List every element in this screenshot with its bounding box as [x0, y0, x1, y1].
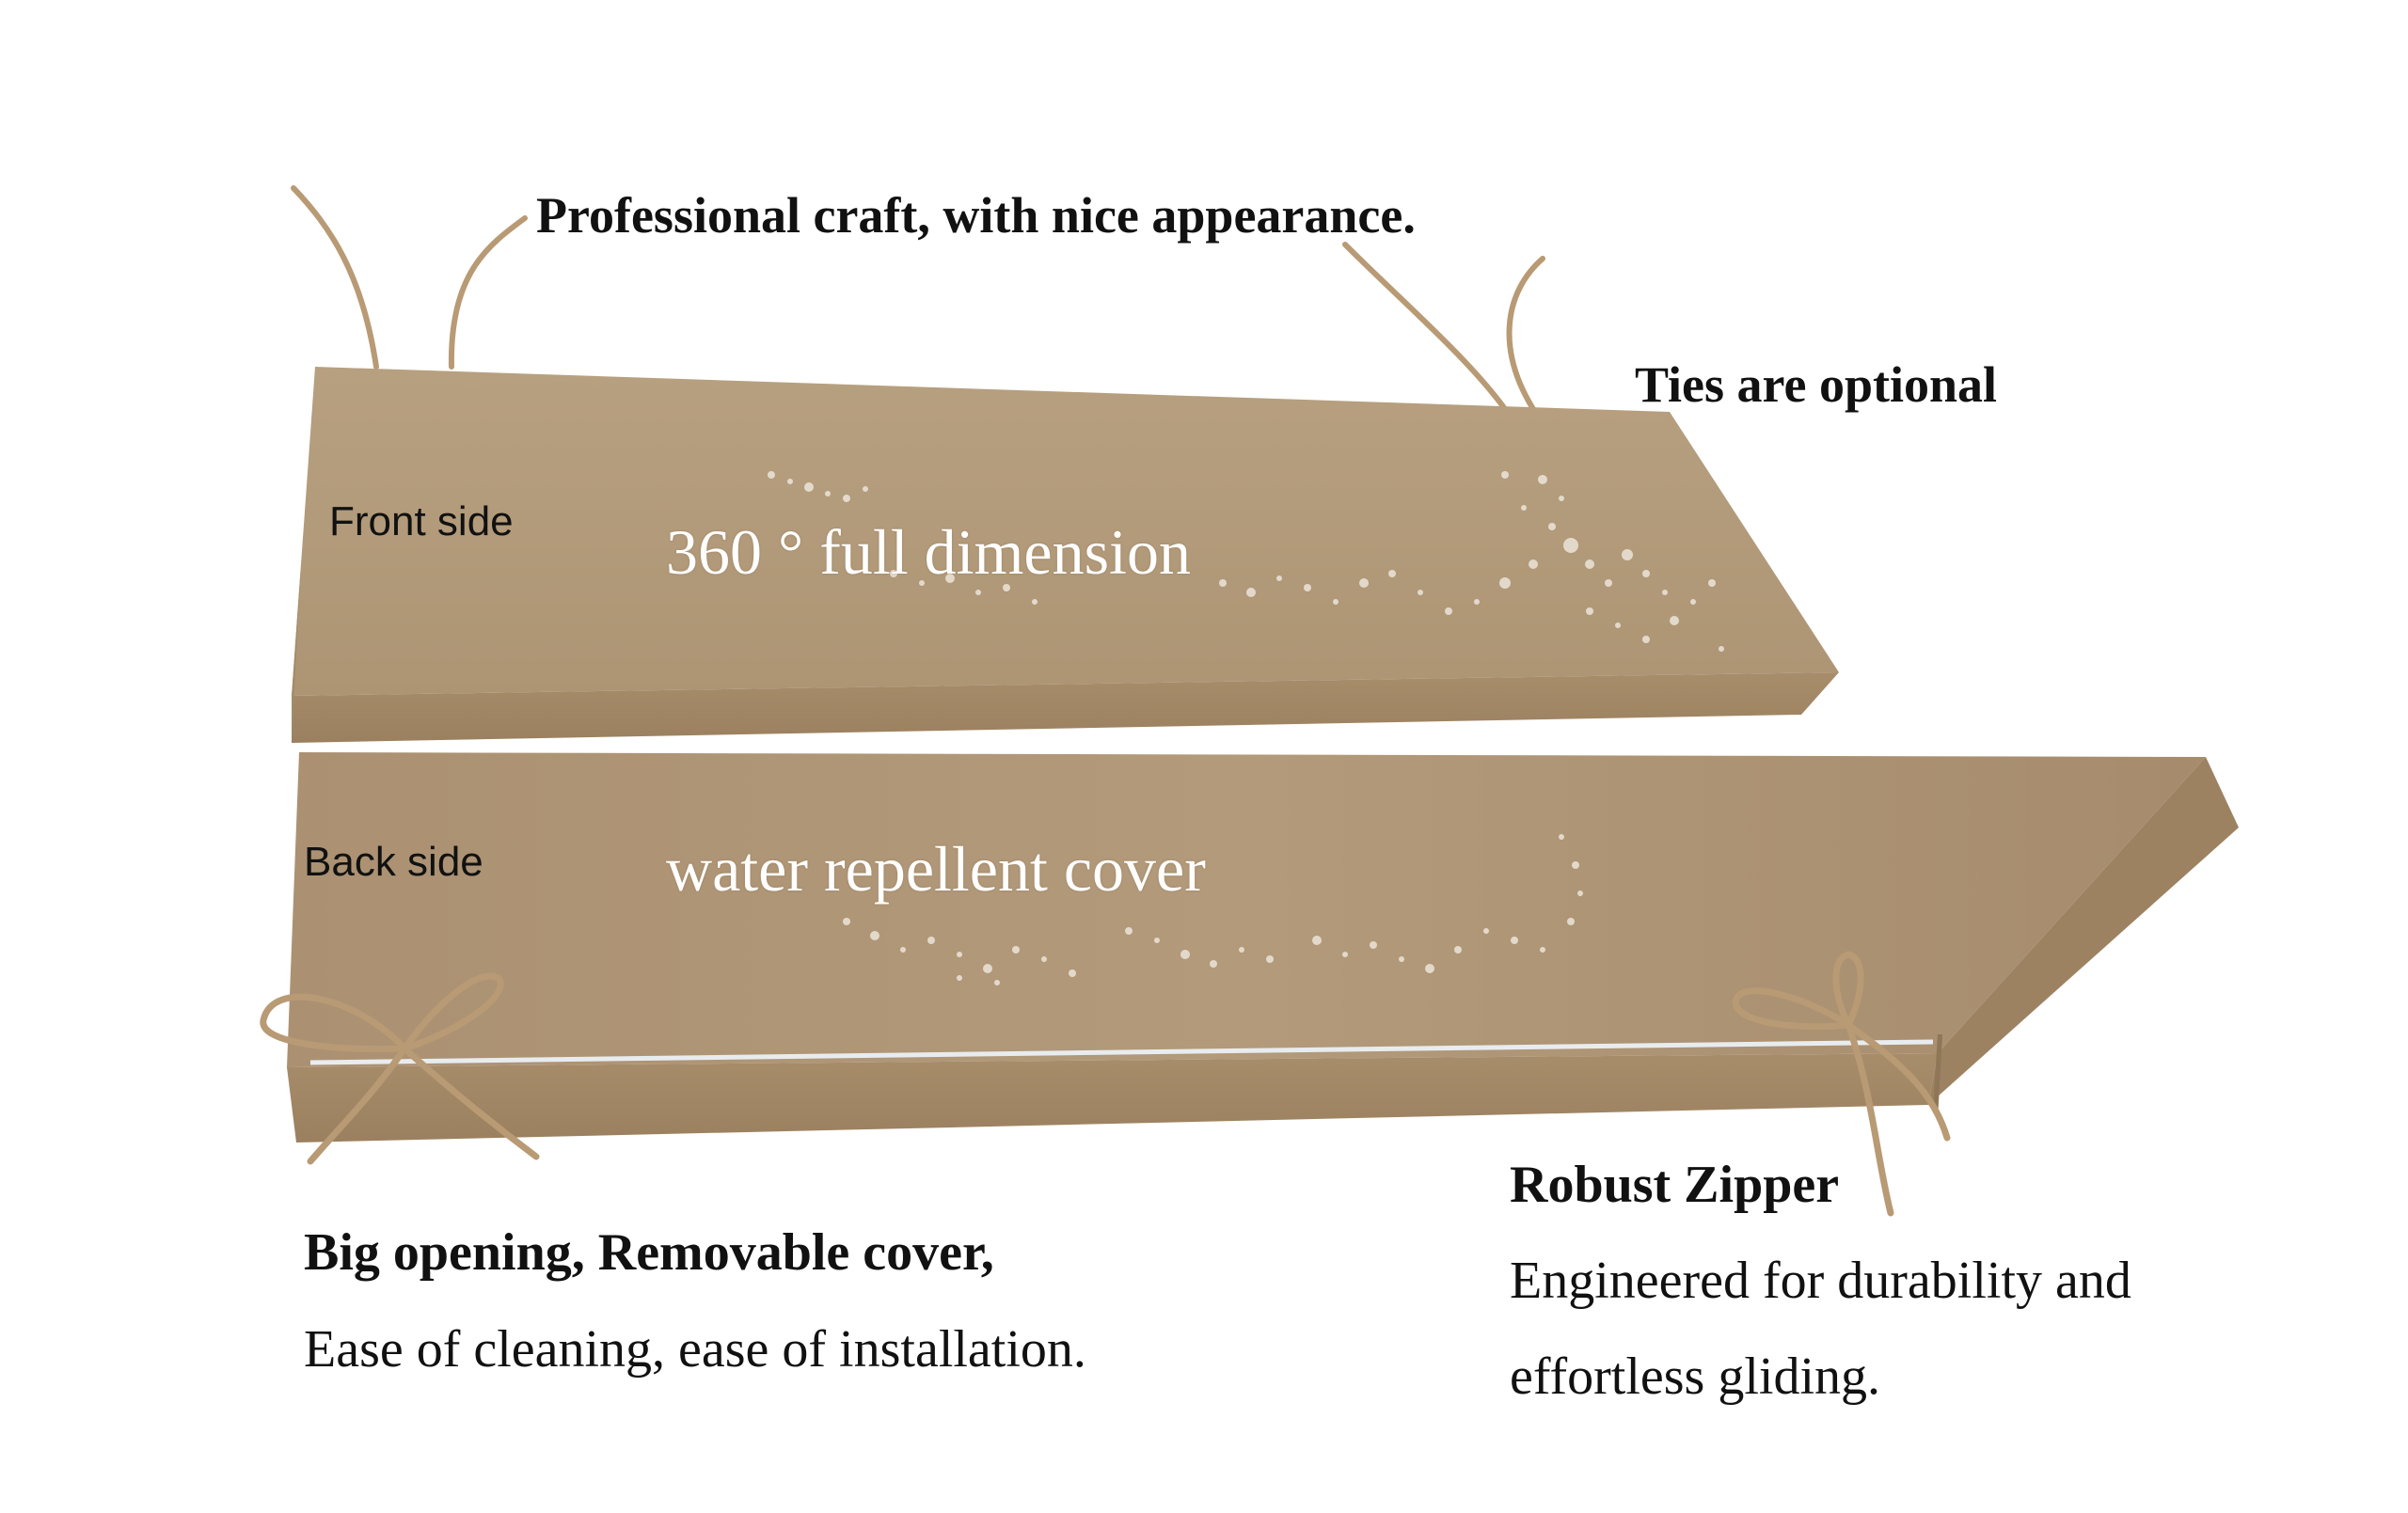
tie-bow-icon: [260, 972, 540, 1165]
tie-bow-icon: [1732, 951, 1951, 1217]
full-dimension-label: 360 ° full dimension: [666, 516, 1191, 588]
back-cushion: [260, 752, 2239, 1217]
tie-right-a: [1342, 242, 1508, 412]
back-side-label: Back side: [304, 839, 483, 885]
zipper-title-label: Robust Zipper: [1510, 1156, 1840, 1214]
tie-left-b: [448, 215, 528, 370]
water-repellent-label: water repellent cover: [666, 833, 1206, 905]
back-cushion-right-front: [1933, 1034, 1942, 1119]
front-cushion: [291, 185, 1839, 743]
back-cushion-side: [287, 1053, 1938, 1143]
headline-label: Professional craft, with nice appearance…: [536, 187, 1416, 244]
front-cushion-top: [292, 367, 1839, 696]
zipper-desc-line2: effortless gliding.: [1510, 1348, 1881, 1406]
water-droplets-icon: [768, 471, 1724, 652]
front-cushion-side: [292, 672, 1839, 743]
back-cushion-top: [287, 752, 2206, 1067]
zipper-line: [309, 1039, 1934, 1065]
water-droplets-icon: [843, 834, 1583, 985]
tie-left-a: [291, 185, 379, 370]
tie-right-b: [1506, 256, 1545, 412]
ties-optional-label: Ties are optional: [1635, 356, 1998, 413]
opening-title-label: Big opening, Removable cover,: [304, 1223, 994, 1282]
zipper-desc-line1: Engineered for durability and: [1510, 1252, 2131, 1310]
back-cushion-right-end: [1928, 757, 2239, 1105]
opening-desc-label: Ease of cleaning, ease of installation.: [304, 1320, 1086, 1379]
front-side-label: Front side: [329, 498, 514, 544]
